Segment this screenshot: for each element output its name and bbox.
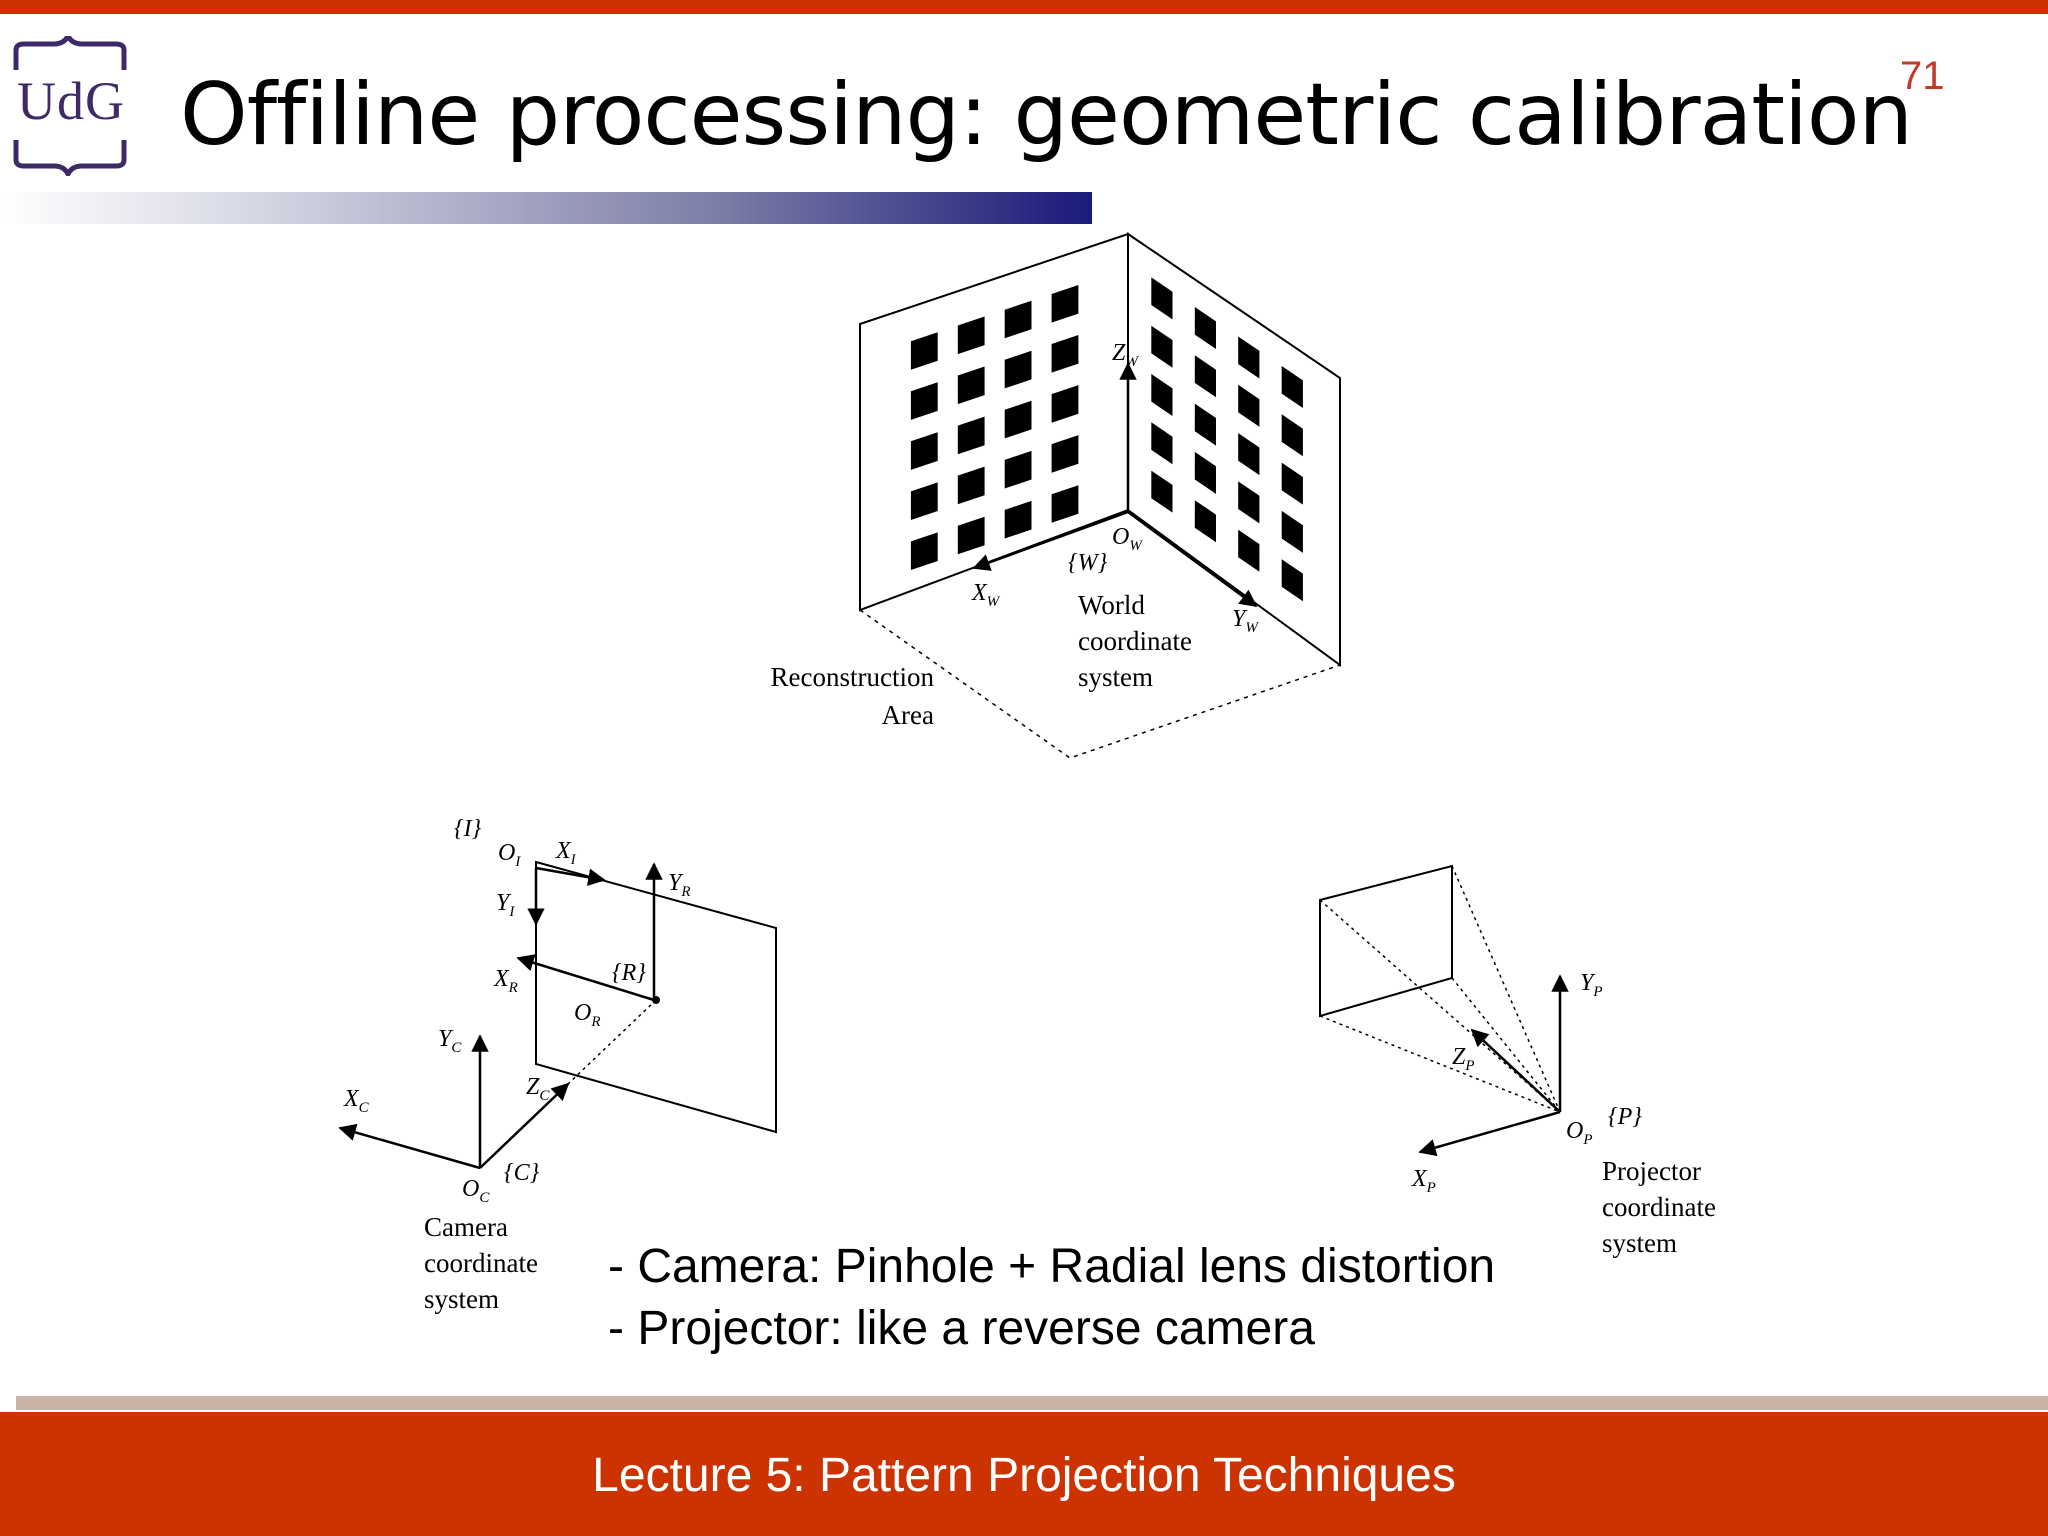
pattern-square	[957, 316, 985, 355]
camera-axes	[338, 1034, 570, 1170]
reconstruction-label-1: Reconstruction	[771, 662, 935, 692]
retinal-frame-symbol: {R}	[612, 960, 646, 986]
world-frame-symbol: {W}	[1068, 550, 1108, 576]
slide-title: Offiline processing: geometric calibrati…	[180, 65, 1913, 165]
pattern-square	[957, 416, 985, 455]
pattern-square	[1151, 470, 1173, 513]
footer-bar: Lecture 5: Pattern Projection Techniques	[0, 1412, 2048, 1536]
udg-logo: UdG	[10, 36, 130, 176]
pattern-square	[1194, 355, 1216, 398]
pattern-square	[1051, 485, 1079, 523]
camera-frame-symbol: {C}	[504, 1160, 540, 1186]
projector-label-1: Projector	[1602, 1156, 1701, 1186]
pattern-square	[1238, 336, 1260, 379]
world-label-1: World	[1078, 590, 1145, 620]
calibration-diagram: ZW OW {W} XW YW World coordinate system …	[338, 232, 1716, 1314]
pattern-square	[1051, 285, 1079, 323]
title-gradient-rule	[0, 192, 1092, 224]
pattern-square	[1238, 384, 1260, 427]
pattern-square	[1281, 559, 1303, 602]
pattern-square	[910, 482, 938, 520]
pattern-square	[1281, 414, 1303, 457]
reconstruction-label-2: Area	[882, 700, 934, 730]
oi-symbol: OI	[498, 840, 521, 870]
pattern-square	[910, 332, 938, 370]
zc-symbol: ZC	[526, 1074, 550, 1104]
camera-label-1: Camera	[424, 1212, 508, 1242]
zp-symbol: ZP	[1452, 1044, 1475, 1074]
pattern-square	[1194, 451, 1216, 494]
world-axes	[972, 362, 1258, 608]
pattern-square	[1151, 277, 1173, 320]
zw-symbol: ZW	[1112, 340, 1139, 370]
pattern-square	[1051, 385, 1079, 423]
pattern-square	[1151, 374, 1173, 416]
yw-symbol: YW	[1232, 606, 1259, 636]
pattern-square	[1004, 450, 1032, 489]
pattern-square	[1004, 350, 1032, 389]
pattern-square	[910, 532, 938, 570]
projector-label-3: system	[1602, 1228, 1677, 1258]
pattern-square	[1004, 500, 1032, 539]
op-symbol: OP	[1566, 1118, 1593, 1148]
bottom-rule	[16, 1396, 2048, 1410]
pattern-square	[1238, 481, 1260, 524]
pattern-square	[1238, 433, 1260, 476]
pattern-square	[1281, 366, 1303, 408]
pattern-square	[1051, 435, 1079, 473]
xp-symbol: XP	[1411, 1166, 1436, 1196]
pattern-square	[1194, 307, 1216, 349]
footer-text: Lecture 5: Pattern Projection Techniques	[592, 1449, 1456, 1502]
yc-symbol: YC	[438, 1026, 462, 1056]
pattern-square	[957, 516, 985, 555]
top-accent-bar	[0, 0, 2048, 14]
pattern-square	[1151, 325, 1173, 368]
calibration-pattern	[859, 232, 1341, 759]
left-pattern-squares	[910, 285, 1079, 570]
bullet-list: - Camera: Pinhole + Radial lens distorti…	[608, 1236, 1495, 1360]
projector-label-2: coordinate	[1602, 1192, 1716, 1222]
logo-text: UdG	[17, 71, 125, 131]
world-label-2: coordinate	[1078, 626, 1192, 656]
yp-symbol: YP	[1580, 970, 1603, 1000]
pattern-square	[1281, 462, 1303, 505]
or-symbol: OR	[574, 1000, 601, 1030]
slide-number: 71	[1900, 54, 1945, 98]
yi-symbol: YI	[496, 890, 515, 920]
pattern-square	[1238, 529, 1260, 572]
pattern-square	[1194, 403, 1216, 446]
pattern-square	[1004, 300, 1032, 339]
pattern-square	[1281, 510, 1303, 553]
pattern-square	[1004, 400, 1032, 439]
pattern-square	[957, 366, 985, 405]
projector-axes	[1418, 974, 1569, 1157]
projector-plane	[1319, 864, 1561, 1113]
pattern-square	[957, 466, 985, 505]
xr-symbol: XR	[493, 966, 518, 996]
projector-frame-symbol: {P}	[1608, 1104, 1642, 1130]
ow-symbol: OW	[1112, 524, 1143, 554]
camera-label-3: system	[424, 1284, 499, 1314]
camera-label-2: coordinate	[424, 1248, 538, 1278]
pattern-square	[1194, 500, 1216, 543]
yr-symbol: YR	[668, 870, 691, 900]
bullet-projector-model: - Projector: like a reverse camera	[608, 1302, 1315, 1355]
xc-symbol: XC	[343, 1086, 370, 1116]
world-label-3: system	[1078, 662, 1153, 692]
pattern-square	[1151, 422, 1173, 465]
camera-image-plane	[479, 860, 777, 1169]
right-pattern-squares	[1151, 277, 1303, 602]
pattern-square	[1051, 335, 1079, 373]
image-frame-symbol: {I}	[454, 816, 482, 842]
xi-symbol: XI	[555, 838, 577, 868]
xw-symbol: XW	[971, 580, 1001, 610]
pattern-square	[910, 432, 938, 470]
oc-symbol: OC	[462, 1176, 490, 1206]
pattern-square	[910, 382, 938, 420]
bullet-camera-model: - Camera: Pinhole + Radial lens distorti…	[608, 1240, 1496, 1293]
